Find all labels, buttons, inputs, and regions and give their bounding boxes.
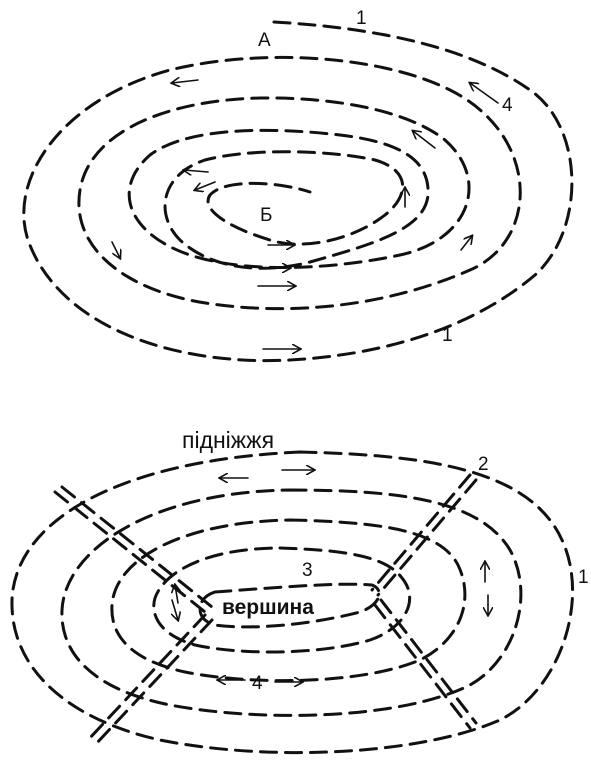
cut-line-right-upper — [370, 473, 472, 592]
arrow-left-inner-up — [175, 585, 178, 604]
arrow-left-down — [111, 241, 120, 258]
contour-2 — [60, 488, 523, 717]
cut-line-left-lower — [86, 613, 207, 742]
label-summit: вершина — [222, 596, 314, 619]
label-one-bottom: 1 — [442, 325, 453, 346]
label-letter-b: Б — [260, 205, 272, 226]
contour-4 — [152, 546, 412, 654]
label-letter-a: А — [258, 30, 271, 51]
arrow-outer-upper-right — [470, 83, 499, 104]
cut-line-left-upper-b — [60, 485, 214, 609]
bottom-contour-diagram: підніжжя 2 1 3 вершина 4 — [10, 427, 589, 755]
cut-line-right-upper-b — [376, 478, 478, 597]
label-one-top: 1 — [356, 8, 367, 29]
arrow-outer-left — [172, 80, 199, 83]
arrow-left-inner-down — [172, 599, 178, 620]
top-spiral-diagram: 1 А 4 Б 1 — [22, 8, 574, 363]
contour-1 — [10, 450, 575, 755]
arrow-ring4-left — [184, 170, 209, 172]
arrow-ring3-right — [413, 131, 436, 149]
label-four: 4 — [502, 95, 513, 116]
cut-line-left-lower-b — [93, 618, 214, 747]
label-two: 2 — [478, 454, 489, 475]
spiral-path — [22, 20, 574, 363]
cut-line-right-lower — [373, 603, 472, 730]
cut-line-left-upper — [53, 490, 207, 614]
label-one-right: 1 — [578, 567, 589, 588]
label-foot: підніжжя — [182, 427, 274, 453]
arrow-ring5-left — [195, 181, 216, 190]
cut-line-right-lower-b — [379, 598, 478, 725]
arrow-ring-right-down — [460, 236, 472, 251]
label-four-bottom: 4 — [252, 673, 263, 694]
label-three: 3 — [302, 560, 313, 581]
contour-3 — [110, 518, 467, 683]
